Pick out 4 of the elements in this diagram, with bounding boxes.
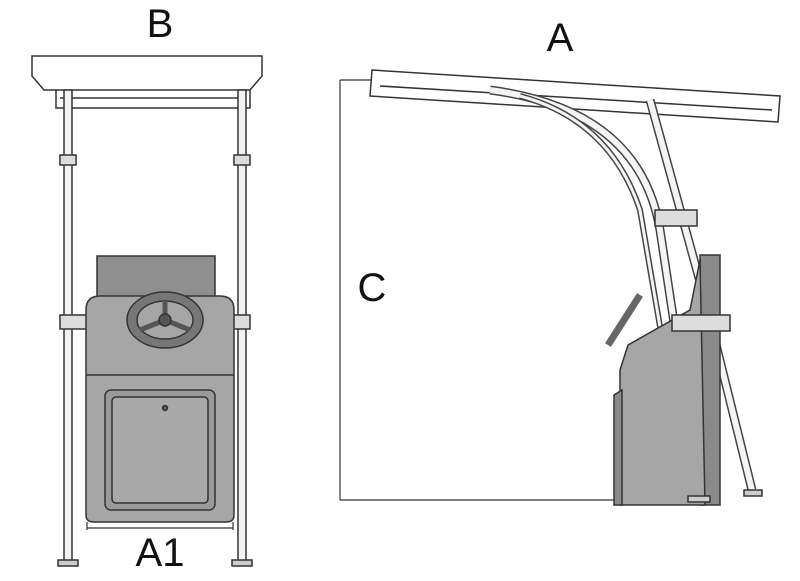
dimension-label: C (358, 268, 386, 308)
dimension-label: A1 (136, 533, 184, 573)
dimension-label: B (146, 4, 174, 44)
dimension-label: A (546, 18, 574, 58)
